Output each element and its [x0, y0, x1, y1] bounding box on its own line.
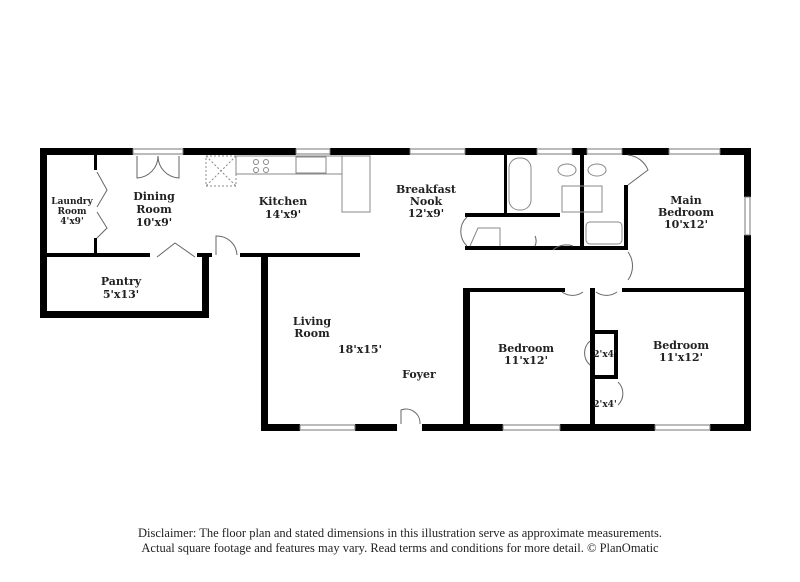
sink-icon: [295, 156, 327, 174]
kitchen-label: Kitchen: [259, 195, 308, 208]
svg-text:5'x13': 5'x13': [103, 288, 139, 301]
double-sink-icon: [561, 185, 603, 213]
svg-text:Nook: Nook: [410, 195, 443, 208]
bedroom-3-label: Bedroom: [653, 339, 709, 352]
bathtub-icon: [508, 157, 532, 211]
pantry-label: Pantry: [101, 275, 142, 288]
disclaimer-line-1: Disclaimer: The floor plan and stated di…: [138, 526, 662, 540]
svg-text:14'x9': 14'x9': [265, 208, 301, 221]
stairs-icon: [469, 227, 501, 247]
closet-1-label: 2'x4': [593, 350, 616, 360]
svg-text:Bedroom: Bedroom: [658, 206, 714, 219]
svg-text:10'x12': 10'x12': [664, 218, 708, 231]
main-bedroom-label: Main: [670, 194, 701, 207]
svg-text:Room: Room: [294, 327, 330, 340]
shower-icon: [585, 221, 623, 245]
closet-2-label: 2'x4': [593, 400, 616, 410]
walls: [40, 148, 751, 431]
room-labels: Laundry Room 4'x9' Dining Room 10'x9' Ki…: [51, 183, 714, 410]
svg-text:Room: Room: [136, 203, 172, 216]
windows: [132, 148, 751, 431]
dining-label: Dining: [133, 190, 175, 203]
svg-text:Room: Room: [57, 207, 86, 217]
toilet-icon: [557, 163, 577, 177]
svg-text:18'x15': 18'x15': [338, 343, 382, 356]
living-label: Living: [293, 315, 331, 328]
bedroom-2-label: Bedroom: [498, 342, 554, 355]
svg-text:11'x12': 11'x12': [504, 354, 548, 367]
disclaimer-line-2: Actual square footage and features may v…: [141, 541, 659, 555]
laundry-label: Laundry: [51, 197, 93, 207]
svg-text:11'x12': 11'x12': [659, 351, 703, 364]
svg-text:4'x9': 4'x9': [60, 217, 83, 227]
svg-text:12'x9': 12'x9': [408, 207, 444, 220]
foyer-label: Foyer: [402, 368, 436, 381]
doors: [96, 154, 649, 425]
disclaimer: Disclaimer: The floor plan and stated di…: [0, 526, 800, 556]
breakfast-label: Breakfast: [396, 183, 457, 196]
svg-text:10'x9': 10'x9': [136, 216, 172, 229]
fixtures: [205, 155, 623, 247]
